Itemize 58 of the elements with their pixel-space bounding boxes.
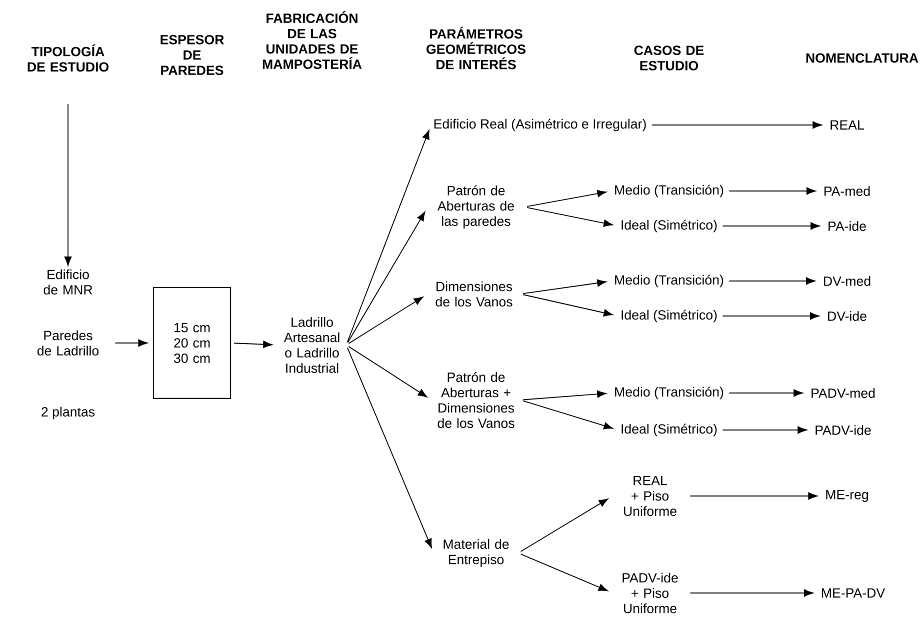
column-heading: TIPOLOGÍA DE ESTUDIO [28, 44, 109, 72]
node-text: Patrón de Aberturas + Dimensiones de los Vanos [438, 372, 514, 428]
arrow [722, 426, 807, 434]
node-text: Material de Entrepiso [444, 539, 509, 567]
note-text: 2 plantas [42, 406, 95, 420]
arrow [526, 190, 606, 207]
arrow [346, 130, 430, 343]
node-text: PADV-ide [816, 425, 871, 435]
thickness-box: 15 cm 20 cm 30 cm [152, 287, 232, 399]
node-text: Medio (Transición) [615, 386, 724, 400]
node-text: PADV-med [812, 388, 875, 398]
node-text: PADV-ide + Piso Uniforme [622, 572, 678, 614]
node-text: Edificio Real (Asimétrico e Irregular) [434, 118, 646, 132]
arrow [522, 279, 606, 294]
node-text: DV-med [824, 276, 870, 286]
arrow [690, 492, 818, 500]
node-text: Edificio de MNR [44, 269, 92, 295]
column-heading: NOMENCLATURA [806, 53, 918, 63]
arrow [114, 339, 148, 347]
node-text: Medio (Transición) [615, 184, 724, 198]
node-text: REAL [830, 120, 864, 130]
arrow [728, 389, 803, 397]
node-text: Ideal (Simétrico) [622, 310, 717, 322]
node-text: Medio (Transición) [615, 274, 724, 288]
column-heading: FABRICACIÓN DE LAS UNIDADES DE MAMPOSTERÍA [262, 11, 362, 69]
arrow [234, 340, 272, 348]
node-text: Patrón de Aberturas de las paredes [437, 185, 514, 229]
node-text: Dimensiones de los Vanos [436, 281, 512, 307]
arrow [522, 400, 613, 430]
node-text: Ideal (Simétrico) [622, 424, 717, 436]
node-text: ME-PA-DV [822, 588, 886, 598]
arrow [522, 294, 613, 316]
arrow [651, 121, 822, 129]
arrow [347, 212, 426, 343]
node-text: Ladrillo Artesanal o Ladrillo Industrial [284, 317, 340, 373]
node-text: Ideal (Simétrico) [622, 220, 717, 232]
node-text: PA-med [824, 186, 870, 196]
node-text: REAL + Piso Uniforme [624, 476, 676, 516]
node-text: PA-ide [828, 221, 866, 231]
column-heading: ESPESOR DE PAREDES [160, 34, 224, 76]
arrow [722, 312, 820, 320]
arrow [520, 554, 608, 592]
column-heading: CASOS DE ESTUDIO [634, 46, 704, 70]
arrow [64, 103, 72, 266]
arrow [348, 296, 424, 344]
arrow [346, 347, 432, 548]
node-text: DV-ide [828, 311, 866, 321]
arrow [522, 390, 606, 400]
node-text: ME-reg [826, 490, 868, 502]
arrow [690, 589, 814, 597]
arrow [526, 207, 613, 227]
arrow [728, 277, 816, 285]
arrow [348, 346, 428, 398]
arrow [520, 498, 608, 552]
arrow [728, 187, 816, 195]
arrow [722, 222, 820, 230]
node-text: Paredes de Ladrillo [37, 330, 99, 356]
column-heading: PARÁMETROS GEOMÉTRICOS DE INTERÉS [426, 26, 526, 70]
